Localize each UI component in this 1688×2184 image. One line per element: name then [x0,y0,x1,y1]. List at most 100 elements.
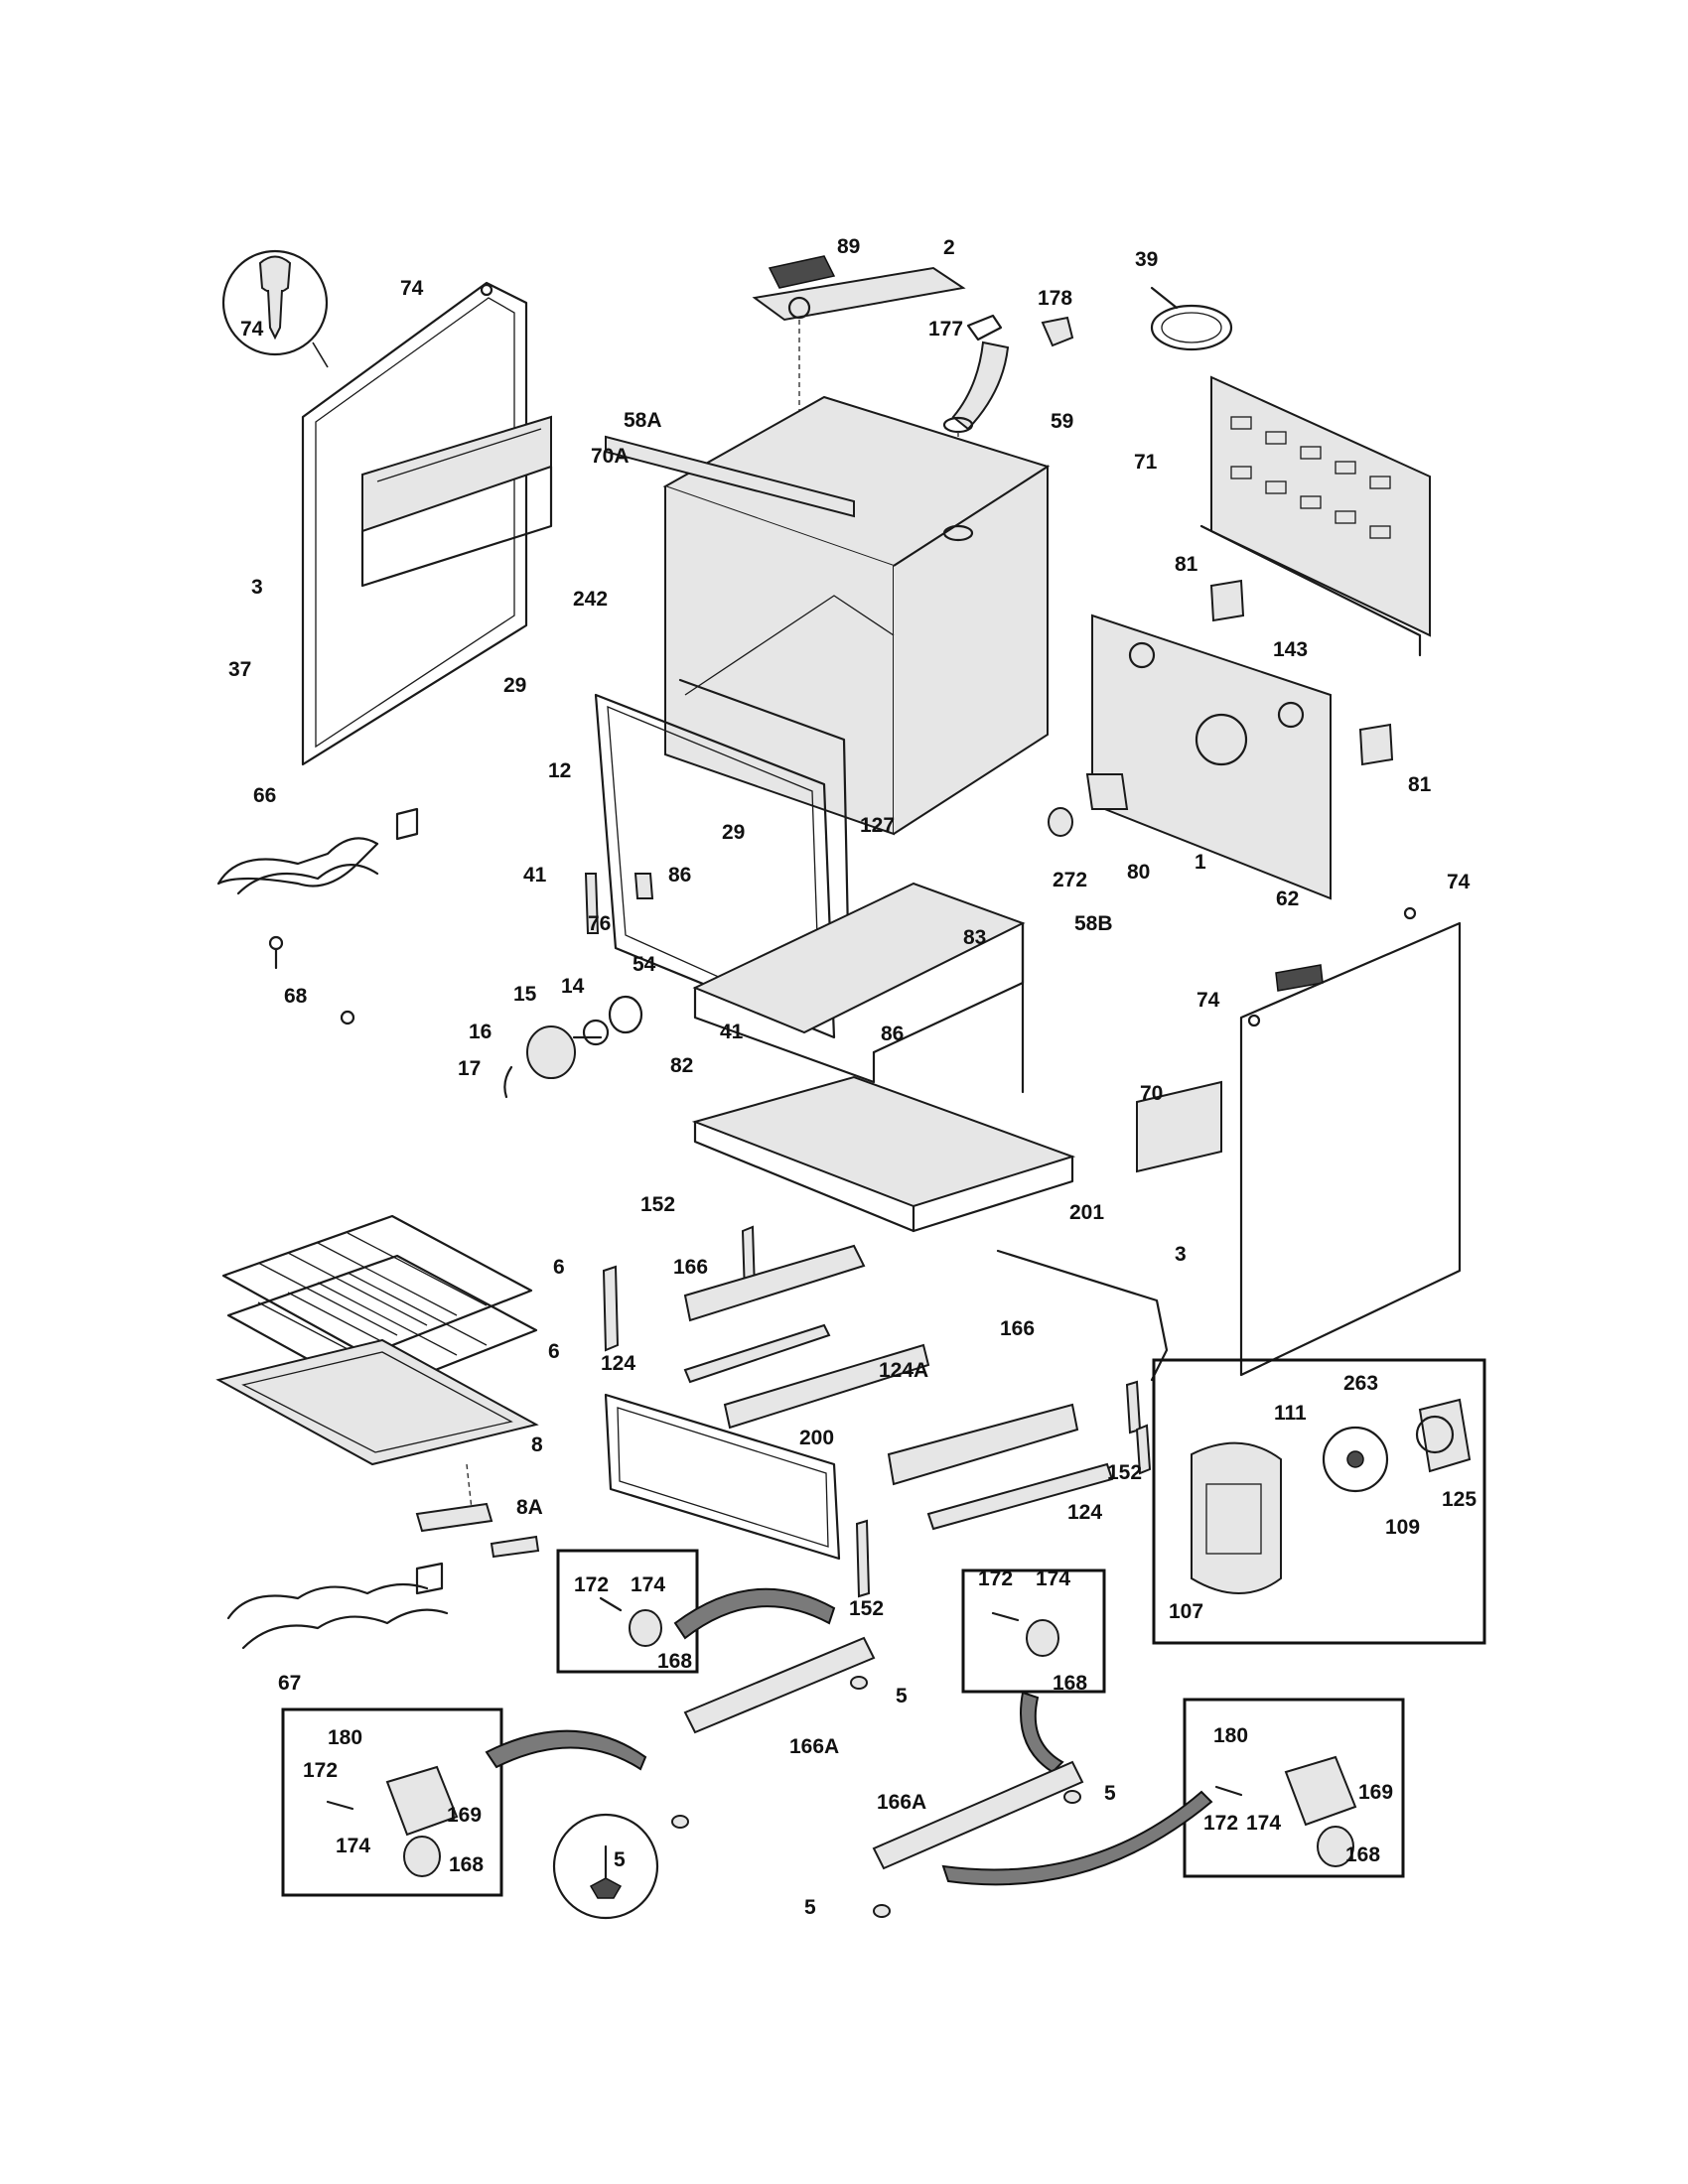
part-label: 74 [240,318,264,341]
part-label: 242 [573,588,608,611]
part-label: 71 [1134,451,1158,474]
hinge-41 [584,873,600,934]
part-label: 172 [303,1759,338,1782]
side-panel-left [301,281,528,766]
part-label: 272 [1053,869,1087,891]
part-label: 8A [516,1496,543,1519]
part-label: 174 [1246,1812,1281,1835]
bracket-80 [1085,773,1129,810]
part-label: 58A [624,409,662,432]
part-label: 74 [1196,989,1220,1012]
part-label: 109 [1385,1516,1420,1539]
wheel-detail-3 [326,1765,459,1877]
part-label: 143 [1273,638,1308,661]
part-label: 54 [633,953,656,976]
part-label: 172 [978,1568,1013,1590]
part-label: 168 [449,1853,484,1876]
part-label: 127 [860,814,895,837]
trim-242 [605,435,855,518]
part-label: 124 [601,1352,635,1375]
part-drawings [215,249,1486,1920]
part-label: 8 [531,1433,543,1456]
part-label: 152 [1107,1461,1142,1484]
panel-70a [360,415,553,588]
part-label: 152 [640,1193,675,1216]
part-label: 86 [668,864,691,887]
part-label: 107 [1169,1600,1203,1623]
broil-element [216,807,419,895]
bracket-86 [633,873,654,899]
part-label: 1 [1195,851,1206,874]
part-label: 180 [328,1726,362,1749]
part-label: 5 [1104,1782,1116,1805]
part-label: 70 [1140,1082,1163,1105]
screw-detail-callout [221,249,329,368]
part-label: 166 [673,1256,708,1279]
screw-68 [268,935,355,1025]
part-label: 82 [670,1054,693,1077]
drawer-rails [602,1225,1169,1598]
part-label: 16 [469,1021,492,1043]
part-label: 152 [849,1597,884,1620]
connector-62 [1275,964,1324,992]
part-label: 5 [614,1848,626,1871]
part-label: 14 [561,975,585,998]
foot-detail-callout [552,1813,659,1920]
detail-box-4 [1183,1698,1405,1878]
part-label: 62 [1276,887,1299,910]
part-label: 17 [458,1057,481,1080]
part-label: 81 [1175,553,1198,576]
side-panel-right [1239,906,1462,1377]
part-label: 83 [963,926,986,949]
part-label: 74 [400,277,424,300]
part-label: 67 [278,1672,301,1695]
part-label: 6 [548,1340,560,1363]
part-label: 169 [447,1804,482,1827]
part-label: 168 [1345,1843,1380,1866]
part-label: 58B [1074,912,1113,935]
part-label: 37 [228,658,251,681]
part-label: 68 [284,985,308,1008]
oven-cavity-upper [662,395,1051,836]
detail-box-2 [961,1569,1106,1694]
light-assembly [503,995,643,1099]
part-label: 29 [503,674,526,697]
part-label: 5 [896,1685,908,1707]
part-label: 180 [1213,1724,1248,1747]
part-label: 125 [1442,1488,1477,1511]
part-label: 29 [722,821,745,844]
part-label: 201 [1069,1201,1104,1224]
part-label: 168 [1053,1672,1087,1695]
part-label: 86 [881,1023,904,1045]
part-label: 12 [548,759,571,782]
part-label: 263 [1343,1372,1378,1395]
part-label: 166A [789,1735,839,1758]
fan-assembly [1191,1398,1472,1594]
part-label: 66 [253,784,276,807]
part-label: 3 [1175,1243,1187,1266]
wire-harness [1150,286,1233,351]
bracket-81-right [1358,723,1394,766]
arrow-4 [941,1790,1213,1886]
bottom-tray [691,1075,1076,1233]
part-label: 166 [1000,1317,1035,1340]
panel-70 [1136,1080,1222,1173]
part-label: 174 [1036,1568,1070,1590]
vent-parts [942,314,1074,526]
bracket-8a [415,1463,540,1559]
arrow-1 [673,1587,836,1640]
part-label: 76 [588,912,611,935]
wheel-detail-4 [1214,1755,1357,1867]
spacer-272 [1048,807,1073,837]
rear-bracket [1091,614,1332,900]
back-panel [1199,375,1431,657]
wheel-detail-2 [991,1611,1059,1657]
part-labels: 89 2 39 74 74 178 177 59 58A 70A 71 3 24… [228,235,1477,1919]
part-label: 70A [591,445,630,468]
tray-8 [215,1338,539,1466]
part-label: 80 [1127,861,1150,884]
arrow-2 [1020,1691,1064,1774]
part-label: 166A [877,1791,926,1814]
wheel-detail-1 [599,1596,662,1647]
